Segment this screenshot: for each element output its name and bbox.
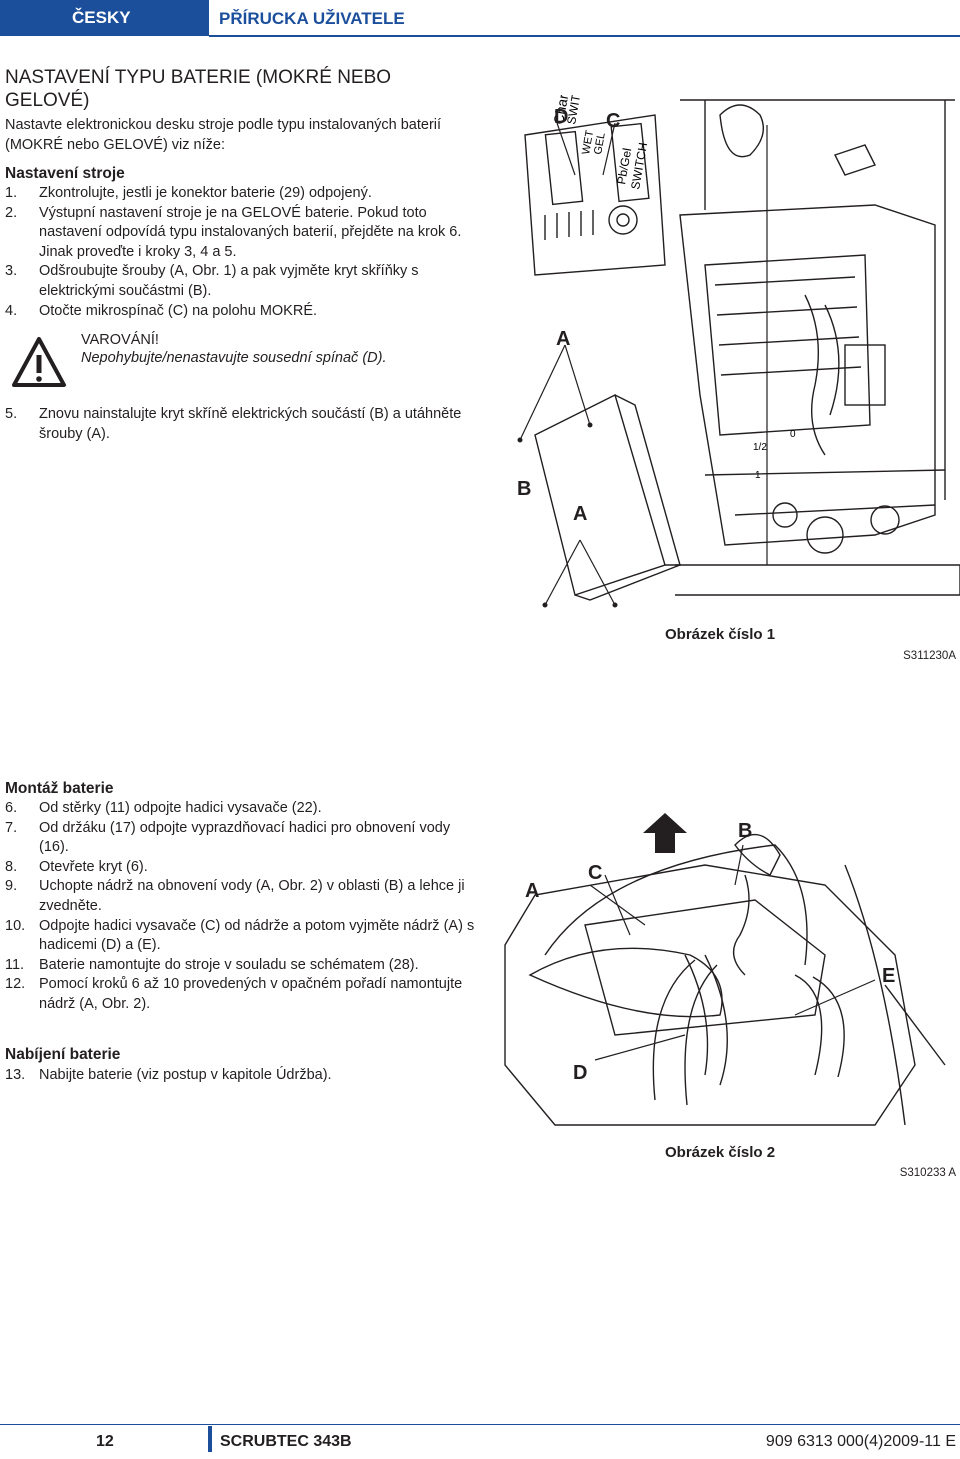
fig1-label-c: C (606, 110, 620, 132)
fig2-label-d: D (573, 1062, 587, 1084)
mark-half: 1/2 (753, 442, 767, 453)
subheading-machine-setup: Nastavení stroje (5, 165, 125, 182)
step-2: 2.Výstupní nastavení stroje je na GELOVÉ… (5, 204, 462, 260)
step-9: 9.Uchopte nádrž na obnovení vody (A, Obr… (5, 878, 465, 914)
figure-2-caption: Obrázek číslo 2 (665, 1144, 776, 1161)
fig2-label-c: C (588, 862, 602, 884)
section-intro: Nastavte elektronickou desku stroje podl… (5, 117, 442, 153)
mark-one: 1 (755, 470, 761, 481)
step-3: 3.Odšroubujte šrouby (A, Obr. 1) a pak v… (5, 263, 419, 299)
document-number: 909 6313 000(4)2009-11 E (765, 1433, 956, 1450)
manual-title: PŘÍRUCKA UŽIVATELE (219, 9, 405, 28)
step-5: 5.Znovu nainstalujte kryt skříně elektri… (5, 406, 462, 442)
board-text-wet: WET (580, 129, 596, 155)
step-7: 7.Od držáku (17) odpojte vyprazdňovací h… (5, 819, 451, 856)
footer-rule (0, 1424, 960, 1425)
figure-2-illustration: B C A E D (504, 813, 946, 1126)
step-4: 4.Otočte mikrospínač (C) na polohu MOKRÉ… (5, 302, 318, 319)
figure-1-illustration: Charger SWITCH WET GEL Pb/Gel SWITCH 1/2… (517, 95, 960, 608)
fig2-label-a: A (525, 880, 539, 902)
subheading-charging: Nabíjení baterie (5, 1046, 121, 1063)
board-text-pbgel: Pb/Gel (614, 147, 634, 186)
figure-1-caption: Obrázek číslo 1 (665, 626, 776, 643)
figure-2-code: S310233 A (899, 1167, 956, 1179)
step-13: 13.Nabijte baterie (viz postup v kapitol… (5, 1067, 332, 1083)
fig1-label-d: D (554, 106, 568, 128)
step-6: 6.Od stěrky (11) odpojte hadici vysavače… (5, 800, 322, 816)
warning-title: VAROVÁNÍ! (81, 332, 159, 348)
figure-1-code: S311230A (903, 650, 956, 662)
step-1: 1.Zkontrolujte, jestli je konektor bater… (5, 185, 372, 201)
language-tab: ČESKY (0, 0, 209, 36)
fig1-label-a-upper: A (556, 328, 570, 350)
step-10: 10.Odpojte hadici vysavače (C) od nádrže… (5, 917, 475, 954)
step-8: 8.Otevřete kryt (6). (5, 858, 148, 875)
footer-divider (208, 1426, 212, 1452)
page-number: 12 (96, 1433, 114, 1450)
lift-arrow-icon (643, 813, 687, 853)
header-rule (209, 35, 960, 37)
board-text-gel: GEL (592, 132, 608, 156)
model-name: SCRUBTEC 343B (220, 1433, 352, 1450)
steps-list-charging: 13.Nabijte baterie (viz postup v kapitol… (5, 1066, 475, 1086)
warning-text: Nepohybujte/nenastavujte sousední spínač… (81, 350, 387, 366)
section-title-battery-type: NASTAVENÍ TYPU BATERIE (MOKRÉ NEBO GELOV… (5, 67, 392, 111)
fig1-label-a-lower: A (573, 503, 587, 525)
fig2-label-e: E (882, 965, 895, 987)
step-12: 12.Pomocí kroků 6 až 10 provedených v op… (5, 976, 463, 1012)
subheading-battery-install: Montáž baterie (5, 780, 114, 797)
mark-zero: 0 (790, 429, 796, 440)
steps-list-reinstall: 5.Znovu nainstalujte kryt skříně elektri… (5, 405, 475, 444)
step-11: 11.Baterie namontujte do stroje v soulad… (5, 956, 419, 973)
steps-list-setup: 1.Zkontrolujte, jestli je konektor bater… (5, 184, 475, 321)
steps-list-install: 6.Od stěrky (11) odpojte hadici vysavače… (5, 799, 475, 1015)
warning-icon (12, 337, 66, 387)
fig1-label-b: B (517, 478, 531, 500)
fig2-label-b: B (738, 820, 752, 842)
